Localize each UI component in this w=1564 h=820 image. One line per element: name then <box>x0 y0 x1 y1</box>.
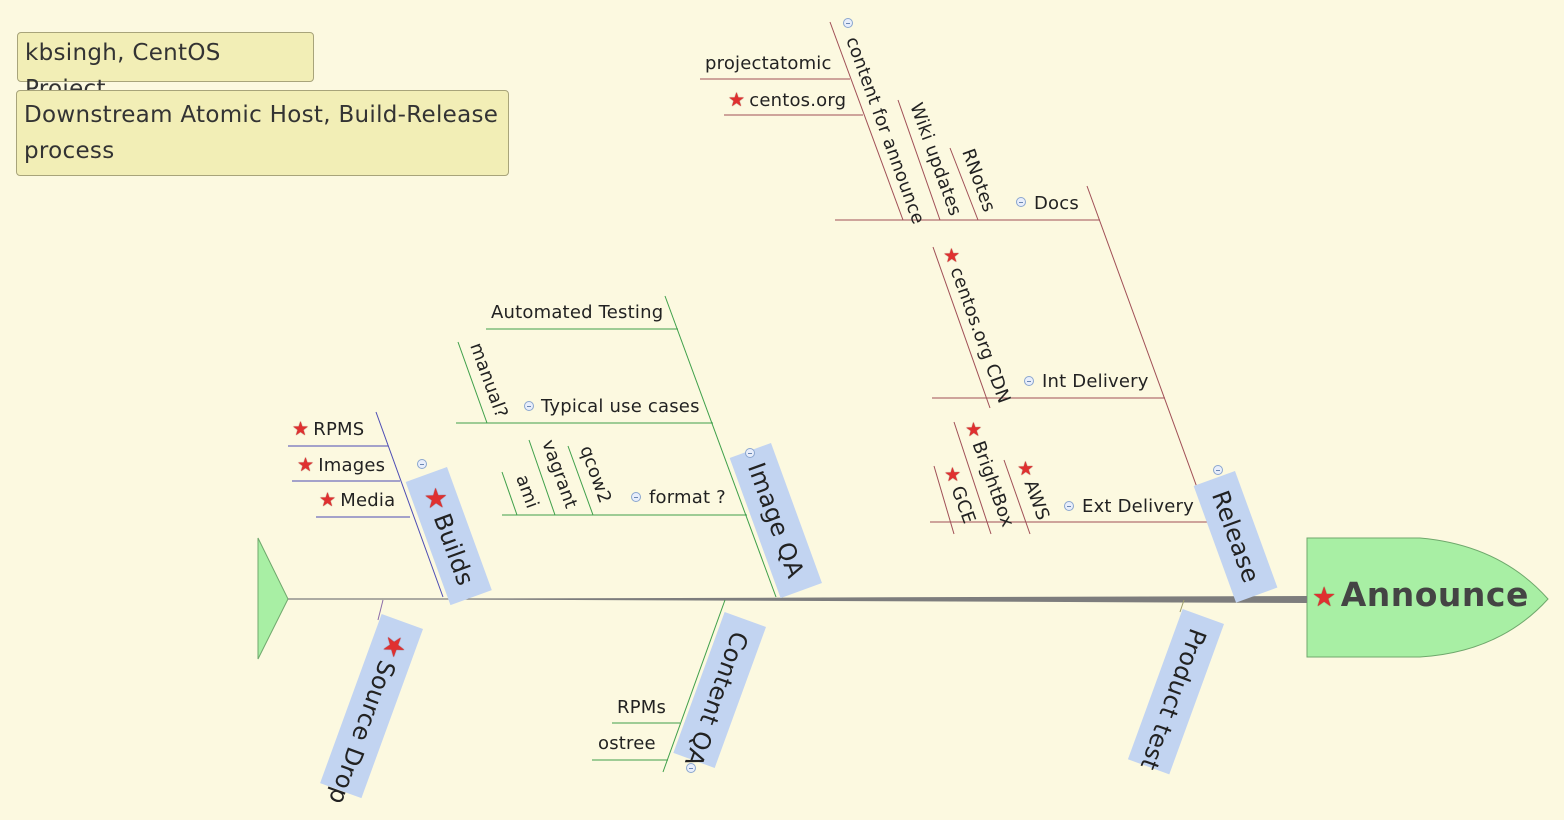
fish-head <box>1306 537 1549 658</box>
head-text: Announce <box>1340 575 1529 614</box>
collapse-icon[interactable] <box>843 18 853 28</box>
star-icon: ★ <box>728 89 746 111</box>
fish-spine-thick <box>340 596 1307 603</box>
title-note: Downstream Atomic Host, Build-Release pr… <box>16 90 509 176</box>
content-qa-ostree[interactable]: ostree <box>598 733 656 754</box>
release-content-line <box>829 21 904 221</box>
release-centosorg[interactable]: ★centos.org <box>728 89 847 111</box>
star-icon: ★ <box>297 454 315 476</box>
release-projectatomic[interactable]: projectatomic <box>705 53 832 74</box>
imageqa-qcow2-line <box>567 445 594 516</box>
author-note: kbsingh, CentOS Project <box>17 32 314 102</box>
collapse-icon[interactable] <box>745 448 755 458</box>
imageqa-ami-line <box>501 471 518 516</box>
release-cdn-line <box>932 246 991 409</box>
imageqa-manual-line <box>457 341 488 424</box>
imageqa-bone <box>664 295 777 598</box>
release-aws-line <box>1003 459 1031 535</box>
release-rnotes-line <box>949 147 979 221</box>
content-qa-rpms[interactable]: RPMs <box>617 697 667 718</box>
star-icon: ★ <box>1312 582 1337 613</box>
release-docs[interactable]: Docs <box>1034 193 1079 214</box>
producttest-bone <box>1179 599 1185 613</box>
sourcedrop-bone <box>377 599 384 621</box>
star-icon: ★ <box>292 418 310 440</box>
builds-bone <box>375 411 444 598</box>
collapse-icon[interactable] <box>417 459 427 469</box>
release-brightbox-line <box>953 421 992 535</box>
collapse-icon[interactable] <box>1024 376 1034 386</box>
release-ext-delivery[interactable]: Ext Delivery <box>1082 496 1194 517</box>
release-wiki-line <box>897 99 941 221</box>
release-gce-line <box>933 465 955 535</box>
imageqa-vagrant-line <box>528 439 556 516</box>
collapse-icon[interactable] <box>1016 197 1026 207</box>
builds-item-images[interactable]: ★Images <box>297 454 386 476</box>
star-icon: ★ <box>319 489 337 511</box>
builds-item-media[interactable]: ★Media <box>319 489 396 511</box>
head-label[interactable]: ★Announce <box>1312 575 1529 614</box>
collapse-icon[interactable] <box>524 401 534 411</box>
collapse-icon[interactable] <box>631 492 641 502</box>
imageqa-format[interactable]: format ? <box>649 487 726 508</box>
release-int-delivery[interactable]: Int Delivery <box>1042 371 1149 392</box>
contentqa-bone <box>662 599 726 773</box>
collapse-icon[interactable] <box>686 763 696 773</box>
imageqa-automated[interactable]: Automated Testing <box>491 302 664 323</box>
fish-tail <box>257 537 289 660</box>
imageqa-typical[interactable]: Typical use cases <box>541 396 700 417</box>
builds-item-rpms[interactable]: ★RPMS <box>292 418 365 440</box>
collapse-icon[interactable] <box>1213 465 1223 475</box>
collapse-icon[interactable] <box>1064 501 1074 511</box>
